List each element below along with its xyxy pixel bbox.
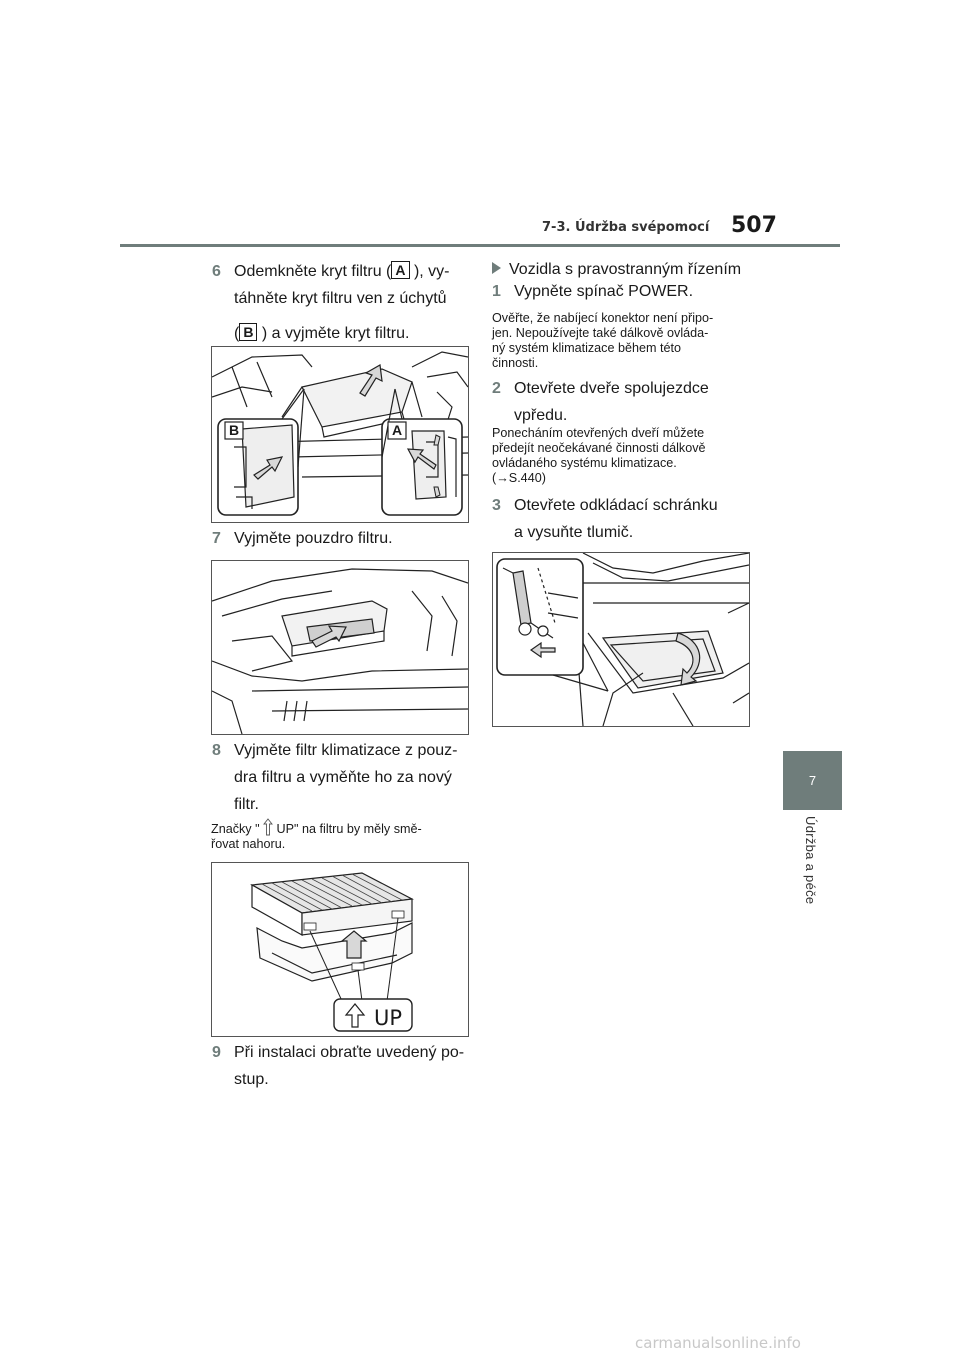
note-step-2: Ponecháním otevřených dveří můžete přede… [492, 426, 706, 485]
step-text: Otevřete odkládací schránku a vysuňte tl… [514, 497, 718, 541]
figure-glove-box [492, 552, 750, 727]
step-2: 2 Otevřete dveře spolujezdce vpředu. [492, 375, 762, 429]
step-text: Odemkněte kryt filtru (A ), vy- táhněte … [234, 261, 450, 342]
header-rule [120, 244, 840, 247]
step-text: Otevřete dveře spolujezdce vpředu. [514, 380, 709, 424]
step-text: Vyjměte filtr klimatizace z pouz- dra fi… [234, 742, 458, 813]
step-3: 3 Otevřete odkládací schránku a vysuňte … [492, 492, 762, 546]
step-number: 6 [212, 263, 221, 280]
subheading-rhd: Vozidla s pravostranným řízením [492, 256, 762, 283]
step-number: 3 [492, 497, 501, 514]
step-number: 2 [492, 380, 501, 397]
figure-new-filter: UP [211, 862, 469, 1037]
step-9: 9 Při instalaci obraťte uvedený po- stup… [212, 1039, 472, 1093]
page-number: 507 [731, 213, 777, 238]
step-text: Při instalaci obraťte uvedený po- stup. [234, 1044, 465, 1088]
step-text: Vypněte spínač POWER. [514, 283, 694, 300]
callout-label-a: A [391, 261, 410, 279]
chapter-number: 7 [808, 773, 817, 788]
note-step-1: Ověřte, že nabíjecí konektor není připo-… [492, 311, 714, 370]
step-1: 1 Vypněte spínač POWER. [492, 278, 762, 305]
callout-label-b: B [239, 323, 258, 341]
step-7: 7 Vyjměte pouzdro filtru. [212, 525, 472, 552]
triangle-bullet-icon [492, 262, 501, 274]
step-number: 8 [212, 742, 221, 759]
up-label: UP [374, 1006, 402, 1030]
figure-label-b: B [229, 422, 239, 438]
watermark: carmanualsonline.info [635, 1334, 801, 1352]
step-number: 1 [492, 283, 501, 300]
step-6: 6 Odemkněte kryt filtru (A ), vy- táhnět… [212, 258, 472, 347]
step-text: Vyjměte pouzdro filtru. [234, 530, 393, 547]
figure-filter-case [211, 560, 469, 735]
step-number: 7 [212, 530, 221, 547]
section-title: 7-3. Údržba svépomocí [542, 220, 710, 235]
step-8: 8 Vyjměte filtr klimatizace z pouz- dra … [212, 737, 472, 818]
chapter-tab[interactable]: 7 [783, 751, 842, 810]
figure-label-a: A [392, 422, 402, 438]
figure-filter-cover: B A [211, 346, 469, 523]
step-number: 9 [212, 1044, 221, 1061]
up-arrow-icon [263, 818, 273, 836]
page-reference-link[interactable]: (→S.440) [492, 471, 546, 485]
chapter-title: Údržba a péče [803, 816, 818, 905]
note-up-marks: Značky " UP" na filtru by měly smě- řova… [211, 818, 473, 852]
